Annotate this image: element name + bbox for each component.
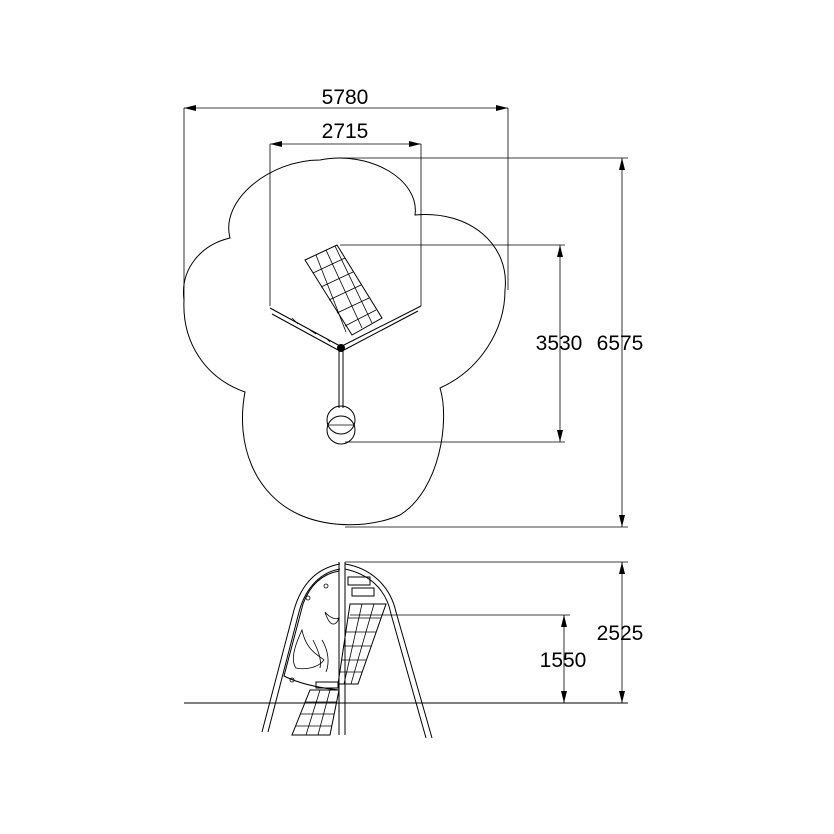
climbing-net-side: [337, 576, 387, 685]
center-post-and-swing: [326, 350, 356, 445]
dim-label-6575: 6575: [597, 332, 644, 355]
climbing-net-top: [304, 244, 383, 336]
dim-label-3530: 3530: [536, 332, 583, 355]
dimension-overall-width: 5780: [183, 86, 509, 300]
plan-view: 5780 2715 6575 3530: [183, 86, 644, 528]
a-frame-legs: [261, 562, 433, 739]
side-panel: [283, 570, 340, 691]
dim-label-2525: 2525: [597, 622, 644, 645]
low-climbing-net: [291, 681, 340, 736]
dimension-overall-depth: 6575: [338, 157, 644, 528]
dimension-inner-depth: 3530: [340, 244, 583, 443]
safety-zone-outline: [183, 157, 506, 526]
dim-label-2715: 2715: [322, 120, 369, 143]
dimension-total-height: 2525: [345, 561, 644, 703]
dimension-inner-width: 2715: [269, 120, 422, 306]
dim-label-1550: 1550: [540, 649, 587, 672]
side-view: 2525 1550: [184, 561, 644, 739]
dim-label-5780: 5780: [322, 86, 369, 109]
dimension-platform-height: 1550: [350, 614, 587, 703]
frame-arms: [269, 305, 422, 352]
